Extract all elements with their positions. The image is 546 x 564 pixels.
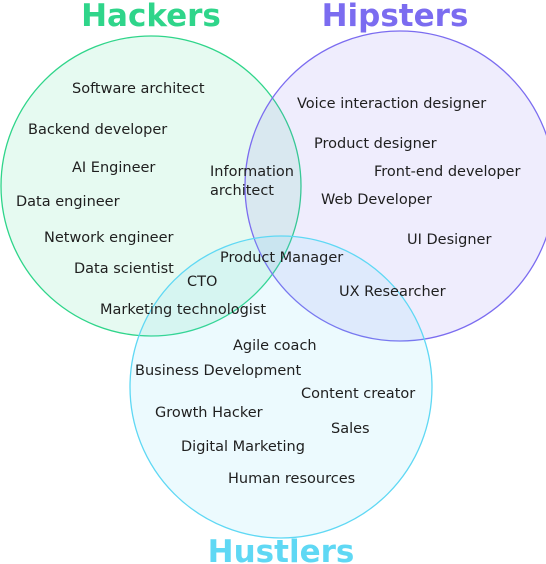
- hackers-circle: [0, 35, 302, 337]
- role-product-designer: Product designer: [314, 136, 437, 152]
- hipsters-circle: [244, 30, 546, 342]
- role-information-architect-line2: architect: [210, 183, 274, 199]
- role-product-manager: Product Manager: [220, 250, 343, 266]
- role-front-end-developer: Front-end developer: [374, 164, 520, 180]
- role-data-scientist: Data scientist: [74, 261, 174, 277]
- role-web-developer: Web Developer: [321, 192, 432, 208]
- role-ui-designer: UI Designer: [407, 232, 491, 248]
- role-backend-developer: Backend developer: [28, 122, 167, 138]
- role-voice-interaction-designer: Voice interaction designer: [297, 96, 486, 112]
- role-cto: CTO: [187, 274, 217, 290]
- role-information-architect-line1: Information: [210, 164, 294, 180]
- role-ux-researcher: UX Researcher: [339, 284, 446, 300]
- role-growth-hacker: Growth Hacker: [155, 405, 263, 421]
- role-human-resources: Human resources: [228, 471, 355, 487]
- hackers-title: Hackers: [81, 0, 221, 34]
- role-data-engineer: Data engineer: [16, 194, 120, 210]
- hustlers-title: Hustlers: [208, 534, 355, 564]
- role-business-development: Business Development: [135, 363, 301, 379]
- role-marketing-technologist: Marketing technologist: [100, 302, 266, 318]
- role-network-engineer: Network engineer: [44, 230, 174, 246]
- role-sales: Sales: [331, 421, 370, 437]
- role-agile-coach: Agile coach: [233, 338, 317, 354]
- hustlers-circle: [129, 235, 433, 539]
- role-digital-marketing: Digital Marketing: [181, 439, 305, 455]
- hipsters-title: Hipsters: [322, 0, 469, 34]
- role-content-creator: Content creator: [301, 386, 415, 402]
- role-software-architect: Software architect: [72, 81, 205, 97]
- role-ai-engineer: AI Engineer: [72, 160, 155, 176]
